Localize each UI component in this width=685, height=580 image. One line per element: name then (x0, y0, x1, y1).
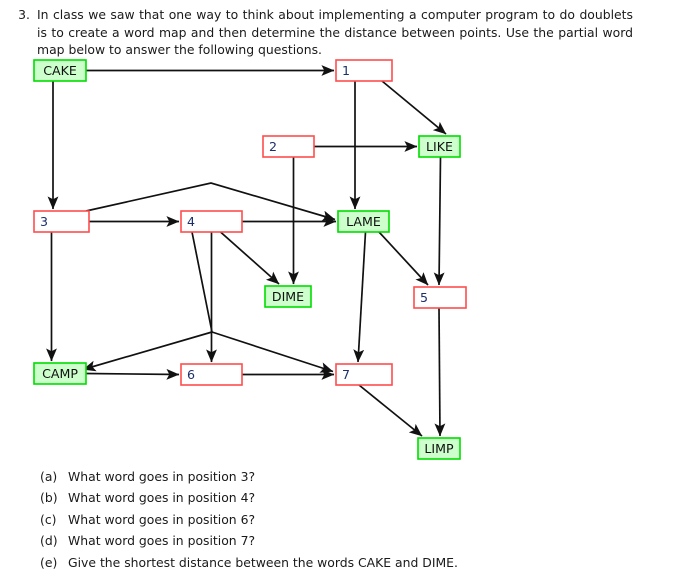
graph-node-6[interactable]: 6 (180, 363, 243, 386)
graph-edge (353, 231, 367, 363)
node-label: DIME (272, 289, 304, 304)
graph-node-cake[interactable]: CAKE (33, 59, 87, 82)
node-box (33, 59, 87, 82)
node-box (413, 286, 467, 309)
node-box (180, 210, 243, 233)
node-box (418, 135, 461, 158)
node-label: 6 (187, 367, 195, 382)
node-label: 4 (187, 214, 195, 229)
graph-edge (381, 80, 447, 135)
graph-edge (85, 368, 180, 380)
graph-node-1[interactable]: 1 (335, 59, 393, 82)
graph-node-4[interactable]: 4 (180, 210, 243, 233)
node-label: LAME (346, 214, 381, 229)
problem-statement: 3. In class we saw that one way to think… (0, 6, 685, 59)
node-label: 2 (269, 139, 277, 154)
node-label: CAMP (42, 366, 78, 381)
graph-node-7[interactable]: 7 (335, 363, 393, 386)
question-marker: (d) (40, 533, 58, 549)
graph-node-3[interactable]: 3 (33, 210, 90, 233)
question-text: What word goes in position 3? (68, 469, 256, 484)
node-label: LIKE (426, 139, 453, 154)
node-box (337, 210, 390, 233)
edge-layer (46, 65, 447, 437)
question-item-e: (e) Give the shortest distance between t… (40, 555, 640, 576)
node-box (262, 135, 315, 158)
graph-node-lame[interactable]: LAME (337, 210, 390, 233)
graph-node-limp[interactable]: LIMP (417, 437, 461, 460)
node-label: 1 (342, 63, 350, 78)
question-text: What word goes in position 6? (68, 511, 256, 527)
question-marker: (b) (40, 490, 58, 506)
problem-number: 3. (18, 7, 30, 22)
question-item-b: (b) What word goes in position 4? (40, 490, 640, 511)
graph-node-dime[interactable]: DIME (264, 285, 312, 308)
graph-edge (358, 384, 423, 437)
node-label: CAKE (43, 63, 77, 78)
question-text: What word goes in position 7? (68, 533, 256, 549)
question-item-c: (c) What word goes in position 6? (40, 512, 640, 533)
graph-edge (434, 307, 446, 437)
question-item-d: (d) What word goes in position 7? (40, 533, 640, 554)
node-box (335, 363, 393, 386)
graph-edge (211, 331, 334, 373)
question-text: What word goes in position 4? (68, 490, 256, 506)
graph-edge (219, 231, 280, 285)
node-label: LIMP (424, 441, 454, 456)
node-box (33, 210, 90, 233)
graph-node-camp[interactable]: CAMP (33, 362, 87, 385)
graph-node-like[interactable]: LIKE (418, 135, 461, 158)
graph-node-5[interactable]: 5 (413, 286, 467, 309)
question-marker: (a) (40, 469, 58, 484)
node-box (264, 285, 312, 308)
question-item-a: (a) What word goes in position 3? (40, 469, 640, 490)
graph-edge (191, 231, 213, 333)
question-marker: (e) (40, 554, 58, 570)
node-label: 5 (420, 290, 428, 305)
problem-text: In class we saw that one way to think ab… (37, 7, 633, 57)
node-label: 7 (342, 367, 350, 382)
questions-list: (a) What word goes in position 3? (b) Wh… (40, 469, 640, 576)
node-box (33, 362, 87, 385)
graph-node-2[interactable]: 2 (262, 135, 315, 158)
question-text: Give the shortest distance between the w… (68, 554, 458, 570)
node-box (335, 59, 393, 82)
graph-edge (82, 331, 213, 372)
node-box (180, 363, 243, 386)
question-marker: (c) (40, 511, 57, 527)
graph-edge (433, 156, 445, 286)
graph-edge (85, 182, 336, 222)
node-label: 3 (40, 214, 48, 229)
node-box (417, 437, 461, 460)
graph-edge (378, 231, 429, 286)
